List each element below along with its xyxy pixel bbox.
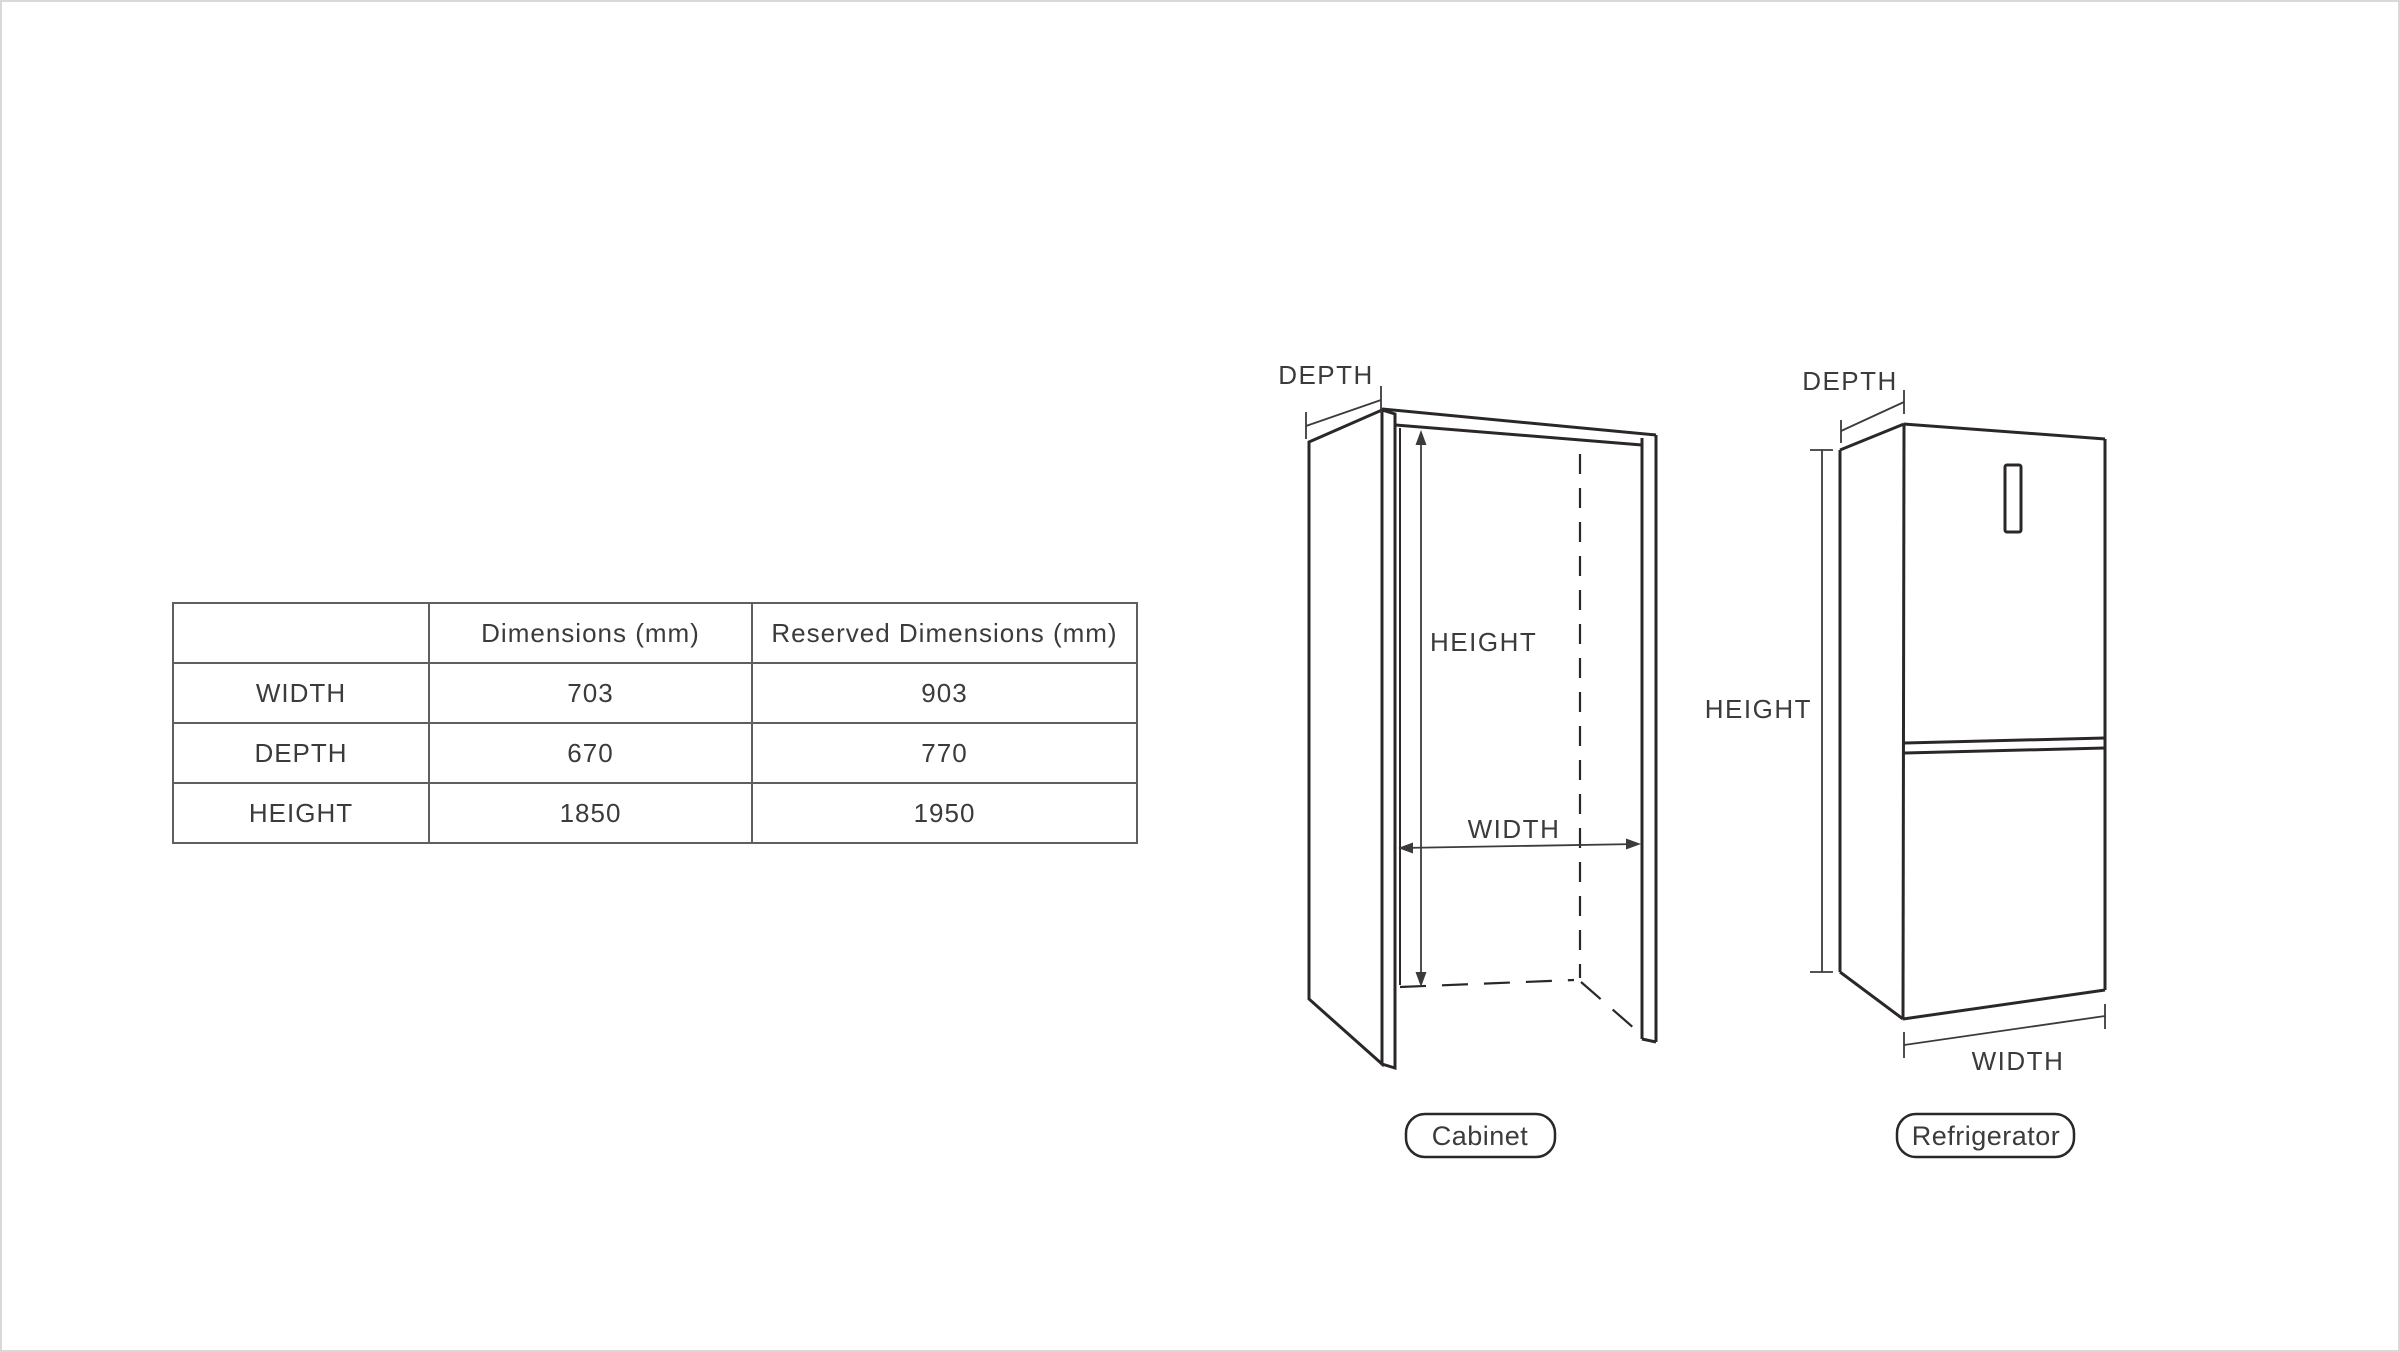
header-empty-cell — [172, 602, 430, 664]
row-reserved: 903 — [751, 662, 1138, 724]
cabinet-left-panel — [1307, 407, 1384, 1068]
dimensions-table: Dimensions (mm) Reserved Dimensions (mm)… — [172, 602, 1138, 844]
table-row: WIDTH 703 903 — [172, 662, 1138, 724]
cabinet-badge-label: Cabinet — [1432, 1121, 1529, 1151]
cabinet-badge — [1404, 1112, 1557, 1159]
cabinet-right-pillar-bottom — [1641, 1037, 1657, 1044]
cabinet-and-refrigerator-drawing: DEPTH HEIGHT WIDTH Cabinet — [1278, 360, 2107, 1159]
row-label: WIDTH — [172, 662, 430, 724]
cabinet-drawing: DEPTH HEIGHT WIDTH Cabinet — [1278, 360, 1658, 1159]
fridge-bottom-front-edge — [1902, 988, 2106, 1021]
table-row: DEPTH 670 770 — [172, 722, 1138, 784]
cabinet-width-label: WIDTH — [1468, 814, 1561, 844]
cabinet-width-arrow-right — [1626, 838, 1641, 850]
refrigerator-badge — [1895, 1112, 2076, 1159]
cabinet-depth-dim-line — [1305, 399, 1382, 427]
cabinet-left-pillar — [1380, 407, 1397, 1071]
cabinet-width-arrow-left — [1398, 842, 1413, 854]
fridge-door-handle — [2003, 463, 2023, 534]
row-dimension: 670 — [428, 722, 753, 784]
cabinet-top-outer-edge — [1381, 407, 1657, 437]
cabinet-top-inner-edge — [1395, 423, 1643, 447]
fridge-width-dim-line — [1903, 1015, 2106, 1046]
cabinet-width-dim-line — [1400, 843, 1639, 849]
row-dimension: 1850 — [428, 782, 753, 844]
fridge-left-top-edge — [1839, 422, 1905, 452]
cabinet-hidden-floor-diagonal — [1580, 981, 1644, 1037]
cabinet-height-arrow-bottom — [1415, 972, 1427, 987]
row-dimension: 703 — [428, 662, 753, 724]
cabinet-height-arrow-top — [1415, 430, 1427, 445]
row-label: DEPTH — [172, 722, 430, 784]
fridge-door-split-upper — [1903, 736, 2106, 745]
header-reserved-dimensions: Reserved Dimensions (mm) — [751, 602, 1138, 664]
row-reserved: 770 — [751, 722, 1138, 784]
cabinet-height-label: HEIGHT — [1430, 627, 1537, 657]
table-row: HEIGHT 1850 1950 — [172, 782, 1138, 844]
fridge-height-label: HEIGHT — [1705, 694, 1812, 724]
fridge-top-front-edge — [1903, 422, 2106, 441]
header-dimensions: Dimensions (mm) — [428, 602, 753, 664]
cabinet-hidden-floor-edge — [1399, 978, 1575, 989]
refrigerator-badge-label: Refrigerator — [1912, 1121, 2061, 1151]
fridge-left-bottom-edge — [1839, 970, 1904, 1021]
row-label: HEIGHT — [172, 782, 430, 844]
fridge-front-left-edge — [1901, 423, 1906, 1020]
fridge-depth-label: DEPTH — [1802, 366, 1898, 396]
row-reserved: 1950 — [751, 782, 1138, 844]
fridge-depth-dim-line — [1840, 401, 1905, 432]
table-header-row: Dimensions (mm) Reserved Dimensions (mm) — [172, 602, 1138, 664]
cabinet-depth-label: DEPTH — [1278, 360, 1374, 390]
fridge-door-split-lower — [1903, 746, 2106, 755]
fridge-width-label: WIDTH — [1972, 1046, 2065, 1076]
refrigerator-drawing: DEPTH HEIGHT WIDTH Refrigerator — [1705, 366, 2107, 1159]
